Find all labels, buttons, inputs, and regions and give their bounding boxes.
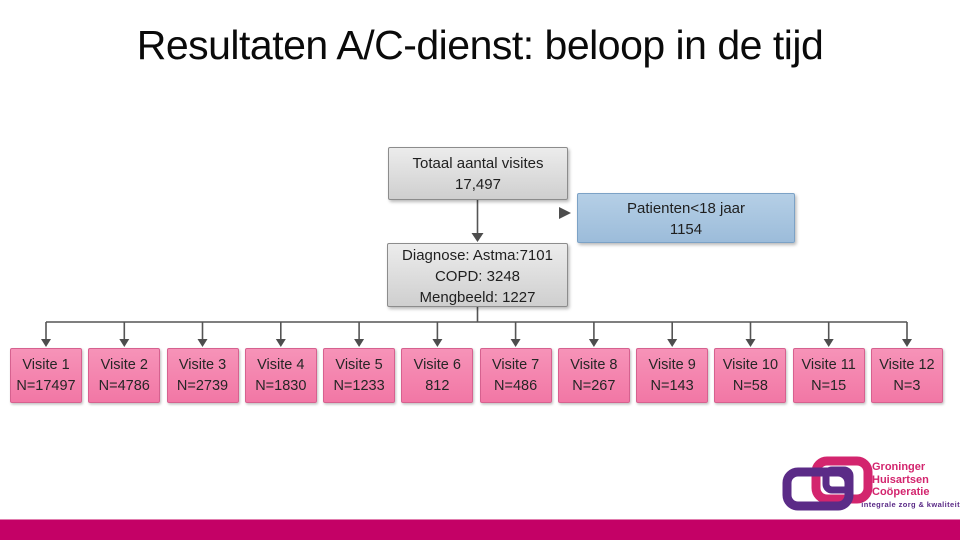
visite-count: N=1830 xyxy=(255,378,307,394)
visite-box-11: Visite 11 N=15 xyxy=(792,348,865,403)
visite-label: Visite 3 xyxy=(178,357,227,373)
visite-count: N=267 xyxy=(572,378,616,394)
visite-box-5: Visite 5 N=1233 xyxy=(323,348,396,403)
total-visits-value: 17,497 xyxy=(455,176,501,193)
visite-boxes-row: Visite 1 N=17497 Visite 2 N=4786 Visite … xyxy=(10,348,943,403)
visite-label: Visite 11 xyxy=(801,357,856,373)
visite-count: N=58 xyxy=(732,378,768,394)
visite-count: N=486 xyxy=(494,378,538,394)
visite-box-7: Visite 7 N=486 xyxy=(479,348,552,403)
visite-label: Visite 4 xyxy=(257,357,305,373)
slide-title: Resultaten A/C-dienst: beloop in de tijd xyxy=(136,22,824,68)
visite-box-12: Visite 12 N=3 xyxy=(870,348,943,403)
visite-count: N=17497 xyxy=(16,378,76,394)
visite-count: N=143 xyxy=(650,378,694,394)
visite-count: 812 xyxy=(425,378,450,394)
patients-under-18-box: Patienten<18 jaar 1154 xyxy=(577,193,795,243)
visite-count: N=3 xyxy=(893,378,921,394)
diagnose-line-asthma: Diagnose: Astma:7101 xyxy=(402,247,553,264)
visite-label: Visite 1 xyxy=(22,357,70,373)
visite-box-10: Visite 10 N=58 xyxy=(714,348,787,403)
logo-text-line3: Coöperatie xyxy=(872,486,930,498)
visite-label: Visite 7 xyxy=(491,357,540,373)
visite-count: N=1233 xyxy=(333,378,385,394)
visite-box-8: Visite 8 N=267 xyxy=(557,348,630,403)
visite-label: Visite 12 xyxy=(879,357,935,373)
logo-text-line2: Huisartsen xyxy=(872,473,929,486)
visite-label: Visite 6 xyxy=(413,357,461,373)
diagnose-line-copd: COPD: 3248 xyxy=(434,268,521,285)
visite-label: Visite 9 xyxy=(648,357,696,373)
patients-under-18-value: 1154 xyxy=(669,221,703,238)
visite-box-9: Visite 9 N=143 xyxy=(636,348,709,403)
visite-box-1: Visite 1 N=17497 xyxy=(10,348,82,403)
visite-box-6: Visite 6 812 xyxy=(401,348,474,403)
visite-label: Visite 5 xyxy=(335,357,383,373)
chain-links-logo-icon xyxy=(782,456,873,511)
logo-tagline: integrale zorg & kwaliteit xyxy=(861,500,960,509)
total-visits-label: Totaal aantal visites xyxy=(412,155,544,172)
logo-text: Groninger Huisartsen Coöperatie xyxy=(872,461,958,499)
total-visits-box: Totaal aantal visites 17,497 xyxy=(388,147,568,200)
organization-logo: Groninger Huisartsen Coöperatie integral… xyxy=(770,455,960,515)
diagnose-line-mixed: Mengbeeld: 1227 xyxy=(419,289,536,306)
visite-label: Visite 2 xyxy=(100,357,148,373)
visite-count: N=4786 xyxy=(98,378,150,394)
bottom-accent-bar xyxy=(0,519,960,540)
visite-label: Visite 10 xyxy=(722,357,779,373)
visite-count: N=15 xyxy=(811,378,847,394)
visite-label: Visite 8 xyxy=(570,357,618,373)
logo-text-line1: Groninger xyxy=(872,461,926,473)
diagnose-box: Diagnose: Astma:7101 COPD: 3248 Mengbeel… xyxy=(387,243,568,307)
visite-box-2: Visite 2 N=4786 xyxy=(88,348,161,403)
visite-box-3: Visite 3 N=2739 xyxy=(166,348,239,403)
visite-count: N=2739 xyxy=(176,378,229,394)
visite-box-4: Visite 4 N=1830 xyxy=(244,348,317,403)
patients-under-18-label: Patienten<18 jaar xyxy=(626,200,745,217)
